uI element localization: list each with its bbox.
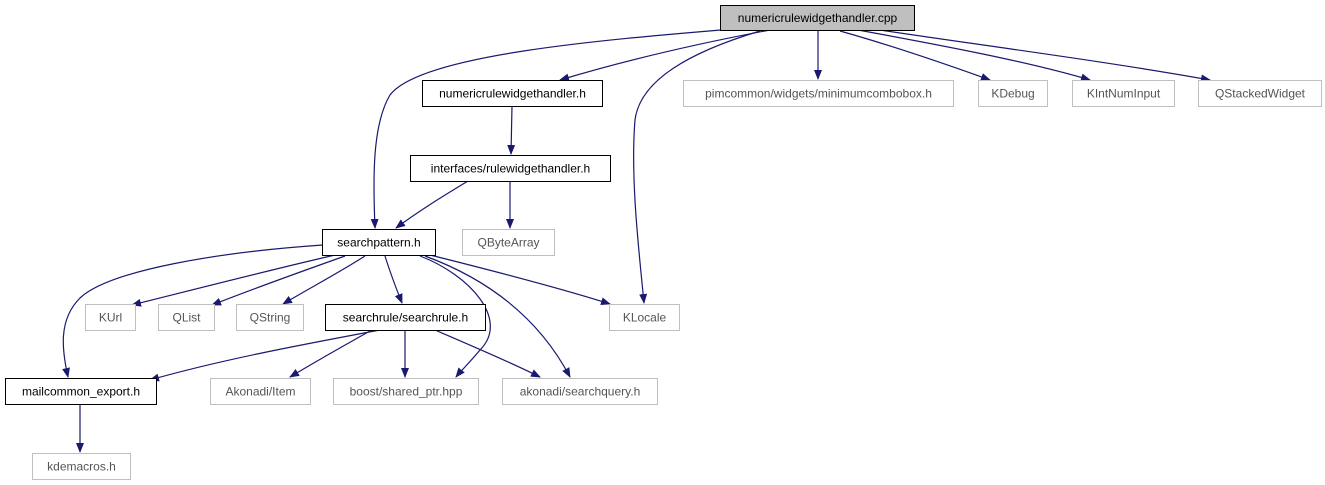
node-searchquery-h[interactable]: akonadi/searchquery.h <box>502 378 658 405</box>
node-label: KLocale <box>623 311 667 325</box>
node-akonadi-item[interactable]: Akonadi/Item <box>210 378 311 405</box>
node-klocale[interactable]: KLocale <box>609 304 680 331</box>
node-mailcommon-export-h[interactable]: mailcommon_export.h <box>5 378 157 405</box>
node-label: QList <box>172 311 201 325</box>
node-box <box>325 304 486 331</box>
node-box <box>322 229 436 256</box>
edge-numericrulewidgethandler-cpp-to-numericrulewidgethandler-h <box>559 29 771 82</box>
node-box <box>978 80 1048 107</box>
node-box <box>462 229 555 256</box>
node-box <box>32 453 131 480</box>
node-numericrulewidgethandler-h[interactable]: numericrulewidgethandler.h <box>422 80 603 107</box>
edge-numericrulewidgethandler-h-to-rulewidgethandler-h <box>507 105 516 155</box>
node-kdemacros-h[interactable]: kdemacros.h <box>32 453 131 480</box>
node-label: Akonadi/Item <box>225 385 295 399</box>
node-kintnuminput[interactable]: KIntNumInput <box>1072 80 1175 107</box>
edge-searchrule-h-to-akonadi-item <box>289 330 371 378</box>
node-label: KDebug <box>991 87 1034 101</box>
edge-searchpattern-h-to-shared-ptr-hpp <box>419 255 491 378</box>
node-box <box>333 378 479 405</box>
node-label: QByteArray <box>477 236 539 250</box>
node-shared-ptr-hpp[interactable]: boost/shared_ptr.hpp <box>333 378 479 405</box>
node-label: searchpattern.h <box>337 236 420 250</box>
edge-searchpattern-h-to-klocale <box>429 254 611 306</box>
edge-searchpattern-h-to-qlist <box>211 255 346 306</box>
node-qstring[interactable]: QString <box>236 304 304 331</box>
node-label: kdemacros.h <box>47 460 116 474</box>
node-kdebug[interactable]: KDebug <box>978 80 1048 107</box>
node-box <box>422 80 603 107</box>
edge-numericrulewidgethandler-cpp-to-kintnuminput <box>857 29 1091 82</box>
node-label: interfaces/rulewidgethandler.h <box>431 162 590 176</box>
node-label: QString <box>250 311 291 325</box>
node-label: QStackedWidget <box>1215 87 1306 101</box>
node-searchpattern-h[interactable]: searchpattern.h <box>322 229 436 256</box>
node-label: searchrule/searchrule.h <box>343 311 468 325</box>
edge-rulewidgethandler-h-to-searchpattern-h <box>395 180 469 229</box>
node-label: pimcommon/widgets/minimumcombobox.h <box>705 87 932 101</box>
edge-layer <box>62 28 1211 453</box>
edge-searchpattern-h-to-searchquery-h <box>424 255 571 378</box>
edge-searchpattern-h-to-searchrule-h <box>384 255 403 304</box>
edge-numericrulewidgethandler-cpp-to-searchpattern-h <box>370 28 734 229</box>
node-label: boost/shared_ptr.hpp <box>350 385 463 399</box>
node-label: numericrulewidgethandler.h <box>439 87 586 101</box>
edge-numericrulewidgethandler-cpp-to-klocale <box>633 30 761 304</box>
node-qlist[interactable]: QList <box>158 304 215 331</box>
node-box <box>236 304 304 331</box>
edge-searchpattern-h-to-qstring <box>282 255 366 305</box>
node-label: akonadi/searchquery.h <box>520 385 641 399</box>
edge-searchrule-h-to-mailcommon-export-h <box>149 329 381 382</box>
node-box <box>1198 80 1322 107</box>
node-box <box>1072 80 1175 107</box>
node-box <box>158 304 215 331</box>
edge-numericrulewidgethandler-cpp-to-qstackedwidget <box>879 29 1211 83</box>
node-kurl[interactable]: KUrl <box>85 304 136 331</box>
edge-numericrulewidgethandler-cpp-to-kdebug <box>839 30 991 81</box>
node-box <box>609 304 680 331</box>
node-box <box>720 5 915 31</box>
node-box <box>410 155 611 182</box>
node-minimumcombobox-h[interactable]: pimcommon/widgets/minimumcombobox.h <box>683 80 954 107</box>
node-label: mailcommon_export.h <box>22 385 140 399</box>
node-layer: numericrulewidgethandler.cpp numericrulew… <box>5 5 1322 480</box>
node-numericrulewidgethandler-cpp[interactable]: numericrulewidgethandler.cpp <box>720 5 915 31</box>
node-label: KIntNumInput <box>1087 87 1161 101</box>
node-box <box>502 378 658 405</box>
node-rulewidgethandler-h[interactable]: interfaces/rulewidgethandler.h <box>410 155 611 182</box>
edge-searchpattern-h-to-kurl <box>131 254 336 307</box>
edge-searchrule-h-to-searchquery-h <box>434 329 541 378</box>
node-box <box>210 378 311 405</box>
node-label: numericrulewidgethandler.cpp <box>738 11 898 25</box>
node-qbytearray[interactable]: QByteArray <box>462 229 555 256</box>
node-box <box>683 80 954 107</box>
node-searchrule-h[interactable]: searchrule/searchrule.h <box>325 304 486 331</box>
node-box <box>85 304 136 331</box>
node-label: KUrl <box>99 311 122 325</box>
edge-searchpattern-h-to-mailcommon-export-h <box>62 244 324 378</box>
node-qstackedwidget[interactable]: QStackedWidget <box>1198 80 1322 107</box>
node-box <box>5 378 157 405</box>
